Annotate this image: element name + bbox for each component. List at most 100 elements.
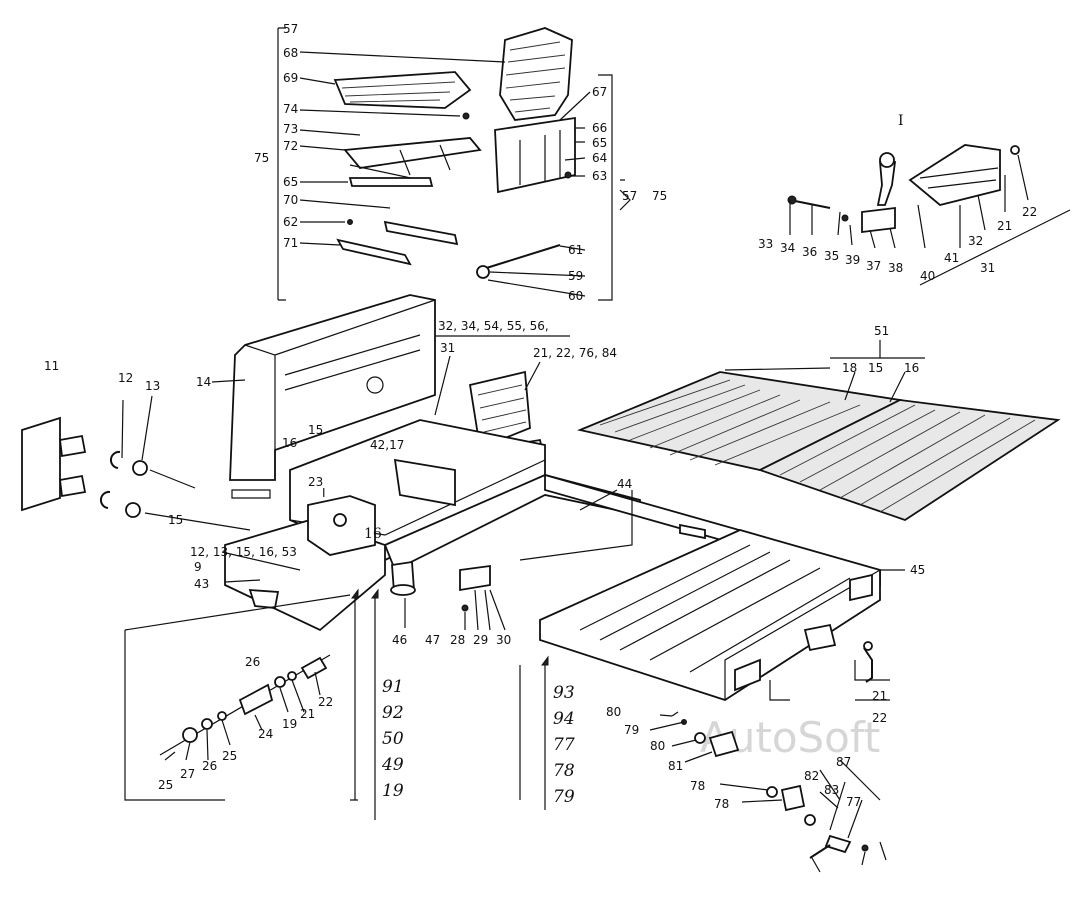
label-57b: 57	[622, 189, 637, 203]
label-52: 18	[842, 361, 857, 375]
label-26: 26	[202, 759, 217, 773]
rear-pointer-arrow	[541, 655, 549, 666]
mount-stud-upper	[59, 434, 87, 458]
control-housing-lines	[919, 167, 999, 189]
label-22: 22	[1022, 205, 1037, 219]
seat-frame-top	[343, 137, 482, 169]
label-34: 34	[780, 241, 795, 255]
backrest-frame	[494, 116, 576, 194]
label-15c: I	[322, 486, 326, 500]
rear-part-78	[804, 814, 816, 826]
control-detail-I: I	[787, 113, 1071, 286]
nut-16-upper	[132, 460, 148, 476]
label-36: 36	[802, 245, 817, 259]
label-74: 74	[283, 102, 298, 116]
label-40: 40	[920, 269, 935, 283]
seat-labels: 57 68 69 74 73 72 75 65 70 62 71 67 66 6…	[254, 22, 667, 303]
rear-pin-80b	[780, 784, 806, 812]
rear-pin-80	[708, 730, 740, 758]
control-bolt-22	[1010, 145, 1020, 155]
label-big-19: 91	[382, 677, 404, 697]
bracket-46-47	[459, 564, 491, 592]
rear-pivot-bracket	[769, 680, 790, 701]
label-big-91: 49	[381, 755, 404, 775]
floor-grain-left	[599, 379, 861, 466]
floor-bracket	[830, 340, 925, 359]
backrest-texture	[505, 41, 566, 113]
label-big-22: 50	[382, 729, 404, 749]
label-detail-I-title: I	[898, 113, 904, 129]
label-28: 26	[245, 655, 260, 669]
label-21: 21	[997, 219, 1012, 233]
label-63: 63	[592, 169, 607, 183]
bolt-63	[564, 171, 572, 179]
label-12: 15	[308, 423, 323, 437]
slide-rail-71	[336, 238, 412, 266]
control-housing	[908, 144, 1001, 206]
label-16d: 43	[194, 577, 209, 591]
label-big-21b: 94	[553, 709, 575, 729]
hinge-detail-box	[124, 594, 358, 801]
front-wall-foot	[231, 489, 271, 499]
rear-frame-crossmembers	[579, 544, 851, 673]
label-43: 46	[392, 633, 407, 647]
chassis-labels: 15 16 42,17 I 23 15 16 12, 13, 15, 16, 5…	[168, 423, 925, 725]
label-66: 66	[592, 121, 607, 135]
mount-block	[21, 416, 61, 512]
hinge-leaders	[164, 671, 321, 761]
label-10: 51	[874, 324, 889, 338]
mount-leaders	[121, 395, 251, 531]
label-49: 22	[872, 711, 887, 725]
label-35: 35	[824, 249, 839, 263]
label-12-53: 44	[617, 477, 632, 491]
label-14: 42,17	[370, 438, 404, 452]
label-72: 72	[283, 139, 298, 153]
label-29: 25	[158, 778, 173, 792]
rear-washer-79b	[766, 786, 778, 798]
rear-washer-79	[694, 732, 706, 744]
washer-45	[461, 604, 469, 612]
chassis-leaders	[221, 489, 905, 701]
label-51: 16	[904, 361, 919, 375]
label-75: 75	[254, 151, 269, 165]
cab-seat-back-texture	[477, 384, 527, 433]
rear-nut-83	[861, 844, 869, 852]
label-31: 31	[440, 341, 455, 355]
bracket-left	[277, 27, 286, 301]
clip-15-lower	[99, 490, 111, 509]
label-25b: 21	[300, 707, 315, 721]
label-68: 68	[283, 46, 298, 60]
hinge-part-25	[217, 711, 227, 721]
label-16c: 23	[308, 475, 323, 489]
rear-handle-82	[809, 844, 831, 859]
label-60: 60	[568, 289, 583, 303]
label-big-21: 92	[382, 703, 404, 723]
seat-slide-rail	[348, 177, 434, 187]
hinge-pointer-arrow-1	[351, 588, 359, 599]
mount-bracket-nut	[333, 513, 347, 527]
label-9: 45	[910, 563, 925, 577]
bracket-right	[598, 74, 613, 301]
label-77: 80	[606, 705, 621, 719]
label-30: 27	[180, 767, 195, 781]
control-leaders	[789, 154, 1029, 249]
label-87: 77	[846, 795, 861, 809]
latch-49	[803, 623, 837, 652]
seat-cushion	[333, 71, 472, 109]
rear-pivot-detail	[519, 655, 887, 873]
rail-slot	[679, 523, 706, 540]
control-bracket	[861, 206, 896, 234]
floor-board-48-51	[757, 399, 1061, 521]
adjuster-rod	[479, 244, 561, 271]
label-73: 73	[283, 122, 298, 136]
label-69: 69	[283, 71, 298, 85]
hinge-part-25b	[287, 671, 297, 681]
control-nut-34	[787, 195, 797, 205]
seat-group-leaders	[434, 335, 570, 416]
label-41: 41	[944, 251, 959, 265]
label-25: 25	[222, 749, 237, 763]
mount-block-18	[21, 395, 251, 531]
cab-base-opening	[393, 458, 456, 507]
label-13: 16	[282, 436, 297, 450]
